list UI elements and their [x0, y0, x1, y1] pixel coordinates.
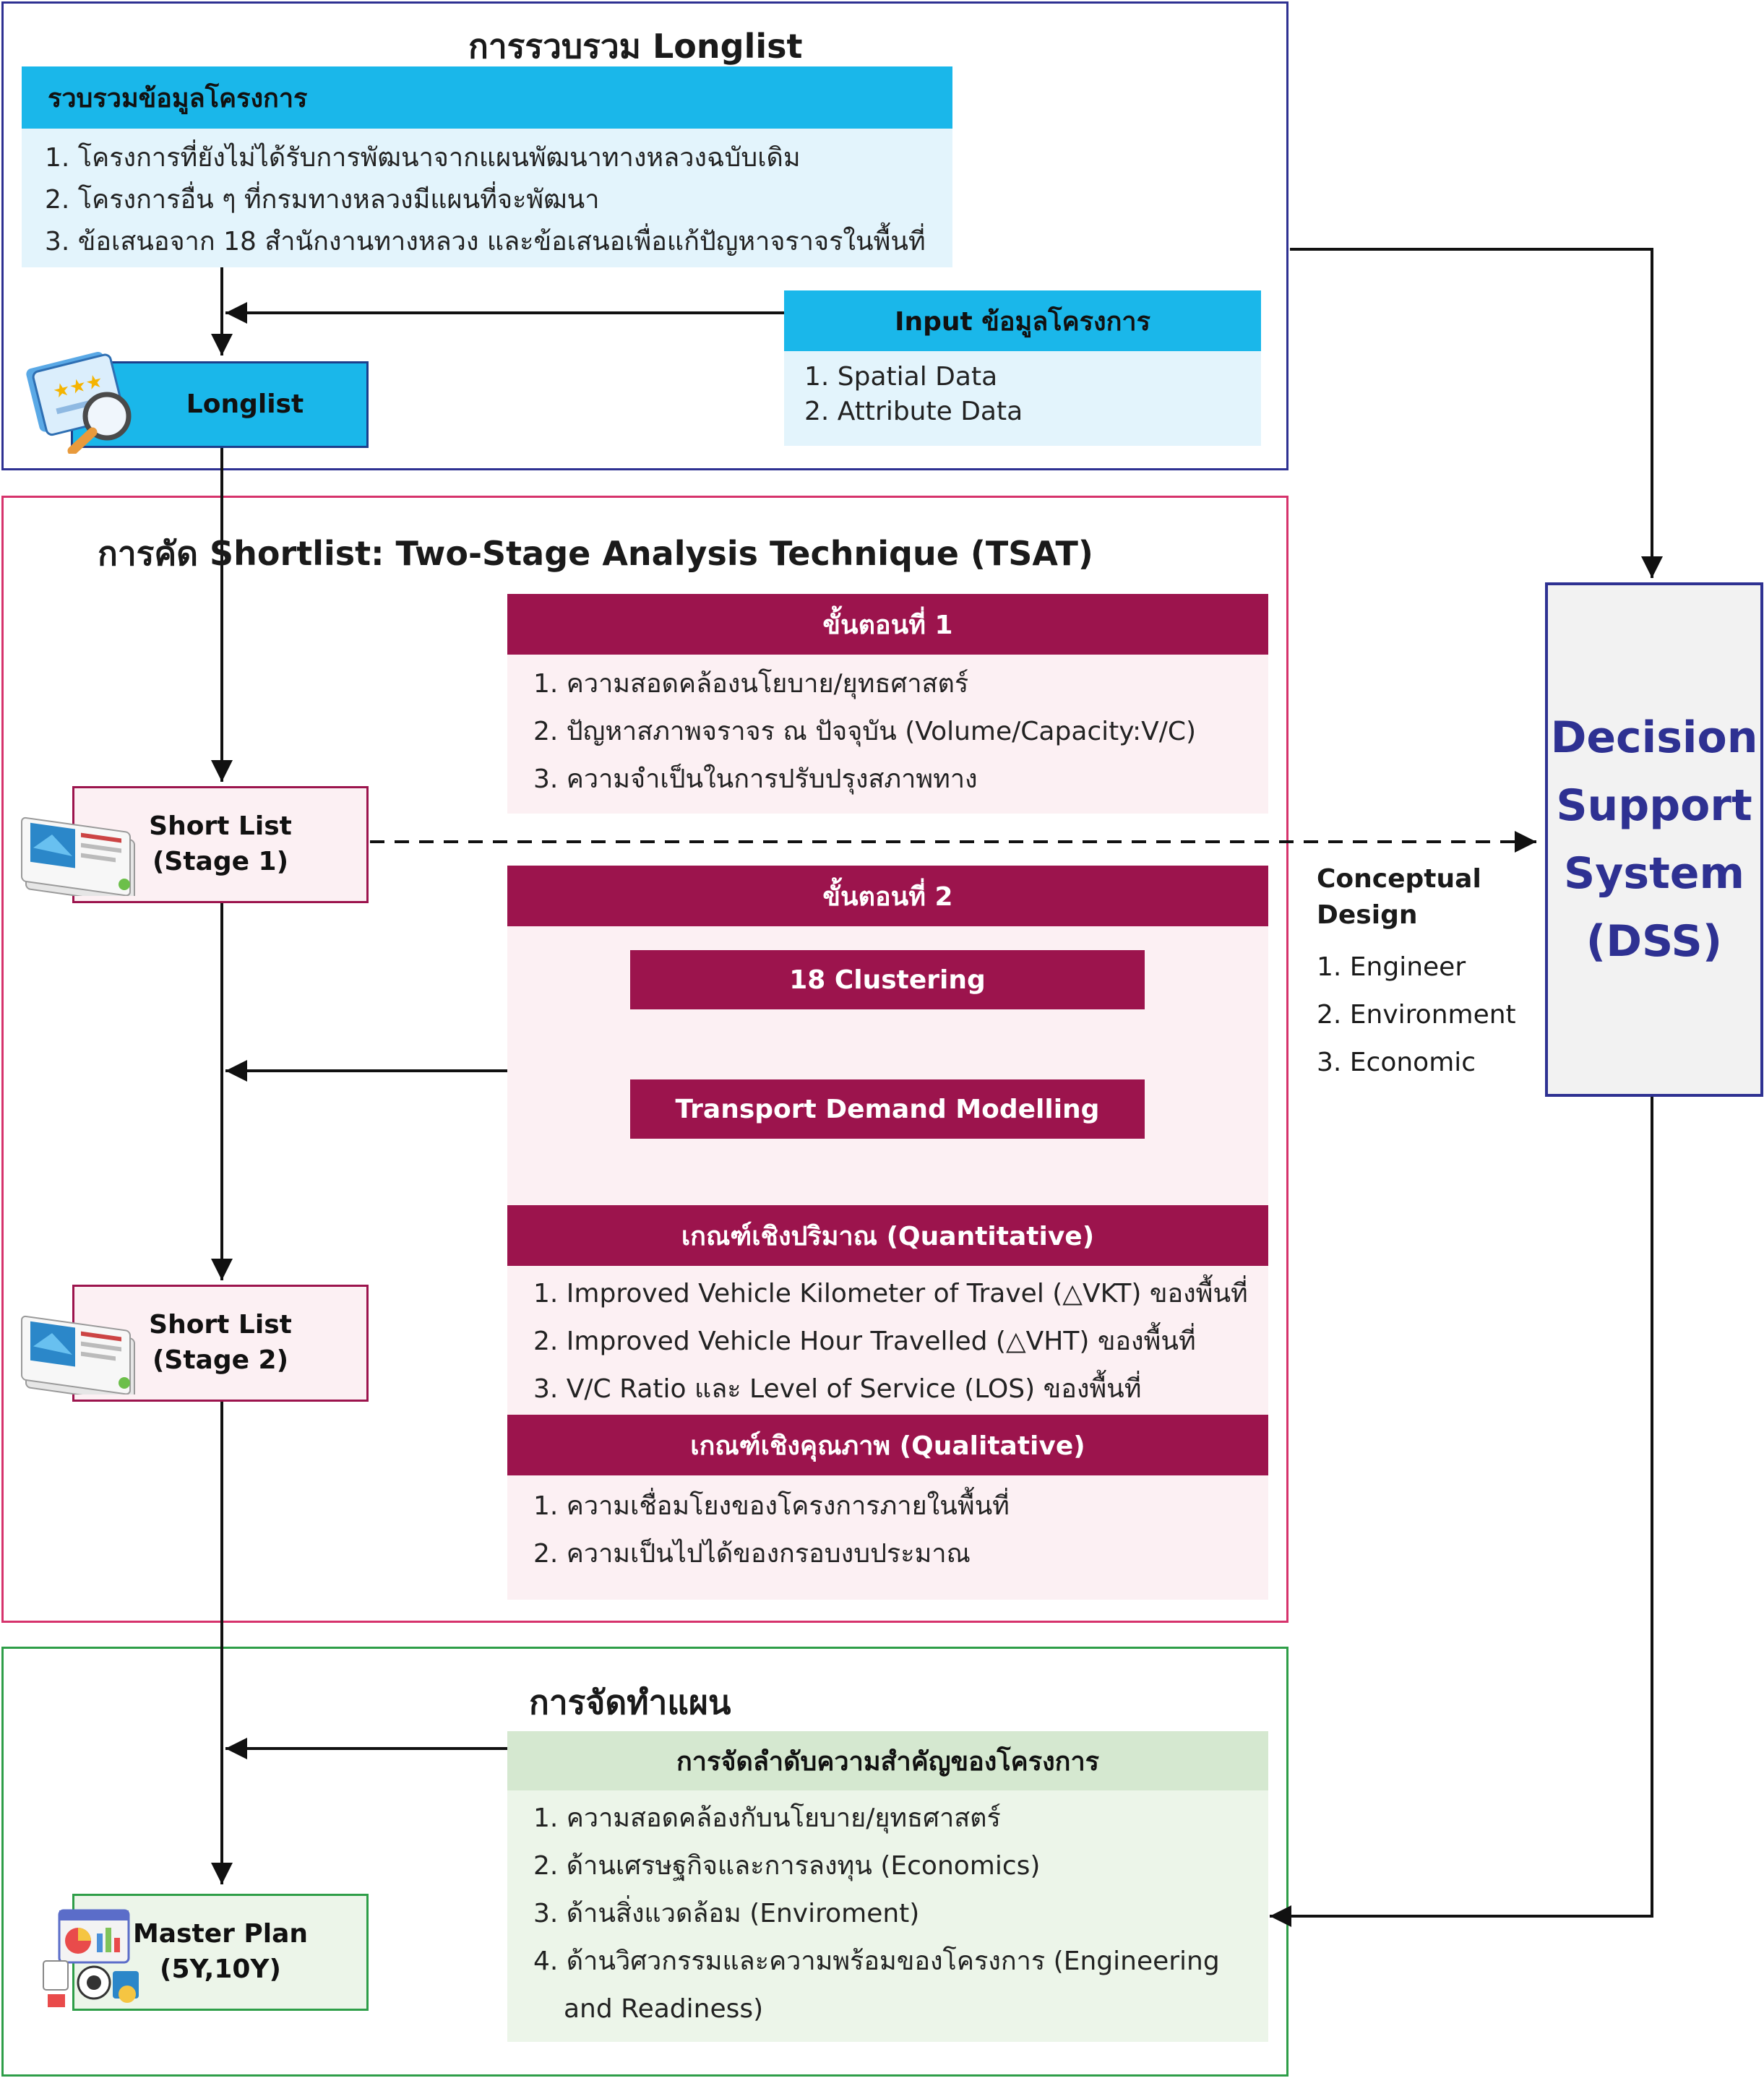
shortlist-section-title: การคัด Shortlist: Two-Stage Analysis Tec…: [98, 534, 1093, 573]
priority-header: การจัดลำดับความสำคัญของโครงการ: [507, 1731, 1268, 1790]
longlist-section-title: การรวบรวม Longlist: [468, 27, 803, 66]
collect-item: 3. ข้อเสนอจาก 18 สำนักงานทางหลวง และข้อเ…: [45, 227, 926, 256]
priority-item: 1. ความสอดคล้องกับนโยบาย/ยุทธศาสตร์: [533, 1803, 1001, 1833]
conceptual-design-item: 1. Engineer: [1317, 952, 1466, 982]
modelling-box: Transport Demand Modelling: [630, 1079, 1145, 1139]
dss-line: System: [1564, 848, 1744, 899]
arrow-longlist-to-dss: [1290, 248, 1663, 578]
collect-header: รวบรวมข้อมูลโครงการ: [22, 66, 952, 129]
conceptual-design-block: Conceptual Design 1. Engineer 2. Environ…: [1317, 861, 1548, 1078]
input-list: 1. Spatial Data 2. Attribute Data: [784, 351, 1261, 446]
priority-item: 3. ด้านสิ่งแวดล้อม (Enviroment): [533, 1899, 920, 1928]
dss-line: Decision: [1550, 712, 1758, 763]
qualitative-header: เกณฑ์เชิงคุณภาพ (Qualitative): [507, 1415, 1268, 1475]
plan-section-frame: [1, 1647, 1288, 2077]
collect-list: 1. โครงการที่ยังไม่ได้รับการพัฒนาจากแผนพ…: [22, 129, 952, 267]
dashboard-analytics-icon: [43, 1909, 139, 2007]
quantitative-header: เกณฑ์เชิงปริมาณ (Quantitative): [507, 1205, 1268, 1266]
conceptual-design-item: 3. Economic: [1317, 1048, 1476, 1077]
short-list-stage1-sub: (Stage 1): [152, 847, 289, 876]
plan-section-title: การจัดทำแผน: [529, 1683, 731, 1722]
short-list-stage2-label: Short List: [149, 1310, 292, 1340]
priority-item: 2. ด้านเศรษฐกิจและการลงทุน (Economics): [533, 1851, 1041, 1881]
conceptual-design-title-2: Design: [1317, 900, 1418, 930]
stage1-header: ขั้นตอนที่ 1: [507, 594, 1268, 655]
collect-item: 1. โครงการที่ยังไม่ได้รับการพัฒนาจากแผนพ…: [45, 143, 801, 173]
priority-item: 4. ด้านวิศวกรรมและความพร้อมของโครงการ (E…: [533, 1946, 1220, 1976]
longlist-label: Longlist: [186, 389, 304, 419]
stage1-item: 2. ปัญหาสภาพจราจร ณ ปัจจุบัน (Volume/Cap…: [533, 717, 1197, 746]
stage1-item: 1. ความสอดคล้องนโยบาย/ยุทธศาสตร์: [533, 669, 969, 699]
input-item: 1. Spatial Data: [804, 362, 998, 392]
stage1-list: 1. ความสอดคล้องนโยบาย/ยุทธศาสตร์ 2. ปัญห…: [507, 655, 1268, 814]
qualitative-list: 1. ความเชื่อมโยงของโครงการภายในพื้นที่ 2…: [507, 1475, 1268, 1600]
priority-list: 1. ความสอดคล้องกับนโยบาย/ยุทธศาสตร์ 2. ด…: [507, 1790, 1268, 2042]
quantitative-list: 1. Improved Vehicle Kilometer of Travel …: [507, 1266, 1268, 1415]
short-list-stage2-sub: (Stage 2): [152, 1345, 289, 1375]
qualitative-item: 1. ความเชื่อมโยงของโครงการภายในพื้นที่: [533, 1491, 1010, 1521]
conceptual-design-title: Conceptual: [1317, 864, 1481, 894]
quantitative-item: 3. V/C Ratio และ Level of Service (LOS) …: [533, 1374, 1142, 1404]
rating-magnifier-icon: ★★★: [26, 352, 132, 454]
longlist-section-frame: [1, 1, 1288, 470]
quantitative-item: 1. Improved Vehicle Kilometer of Travel …: [533, 1279, 1248, 1309]
dss-line: (DSS): [1586, 916, 1723, 967]
input-header: Input ข้อมูลโครงการ: [784, 290, 1261, 351]
conceptual-design-item: 2. Environment: [1317, 1000, 1516, 1030]
dss-box: Decision Support System (DSS): [1545, 582, 1763, 1097]
collect-item: 2. โครงการอื่น ๆ ที่กรมทางหลวงมีแผนที่จะ…: [45, 185, 600, 215]
document-stack-icon: [21, 816, 135, 896]
arrow-dss-to-priority: [1270, 1096, 1653, 1927]
shortlist-section-frame: [1, 496, 1288, 1623]
master-plan-label: Master Plan: [132, 1919, 309, 1949]
input-item: 2. Attribute Data: [804, 397, 1023, 426]
stage2-header: ขั้นตอนที่ 2: [507, 866, 1268, 926]
clustering-box: 18 Clustering: [630, 950, 1145, 1009]
master-plan-sub: (5Y,10Y): [160, 1954, 281, 1984]
dss-line: Support: [1556, 780, 1752, 831]
short-list-stage1-label: Short List: [149, 811, 292, 842]
qualitative-item: 2. ความเป็นไปได้ของกรอบงบประมาณ: [533, 1539, 971, 1569]
priority-item: and Readiness): [564, 1994, 764, 2024]
quantitative-item: 2. Improved Vehicle Hour Travelled (△VHT…: [533, 1327, 1196, 1356]
document-stack-icon: [21, 1315, 135, 1394]
stage1-item: 3. ความจำเป็นในการปรับปรุงสภาพทาง: [533, 764, 978, 794]
